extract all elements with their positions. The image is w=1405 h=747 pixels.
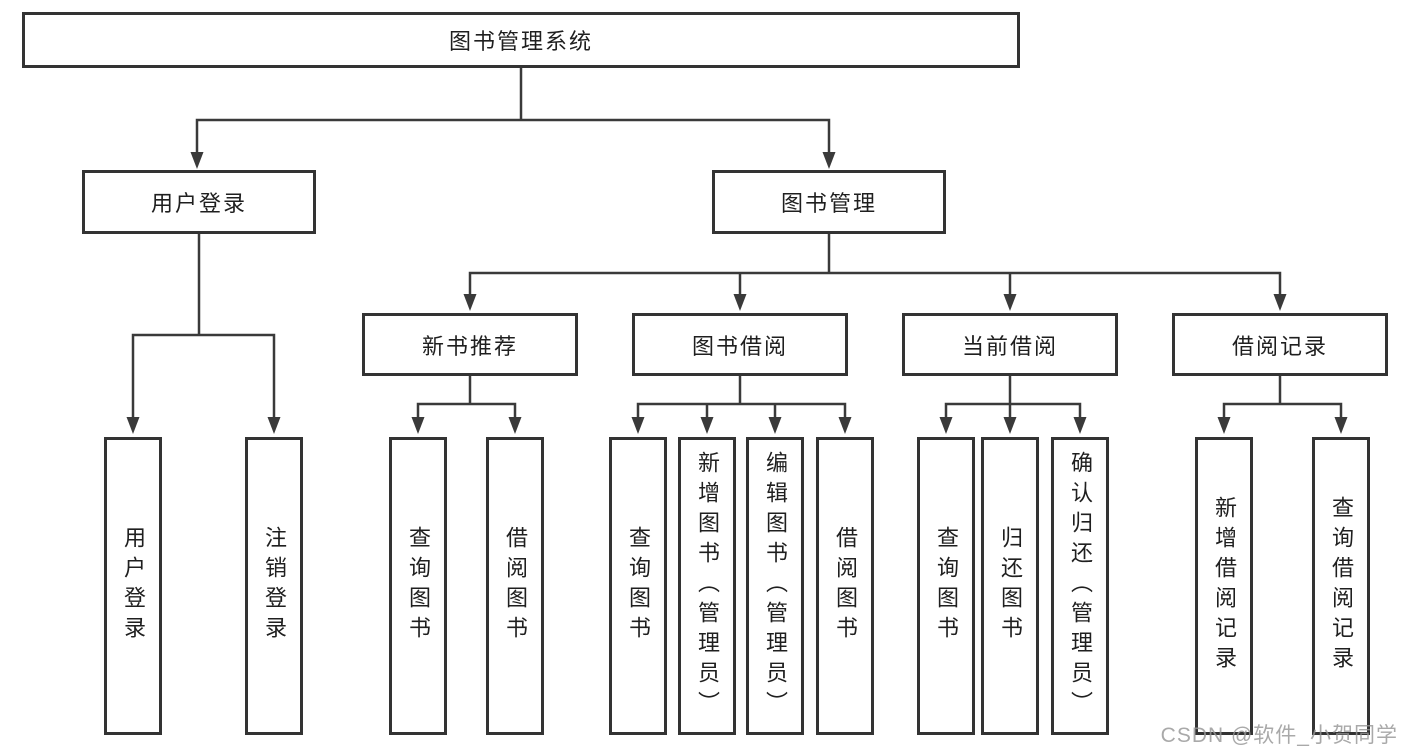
leaf-borrow-books: 借阅图书 bbox=[816, 437, 874, 735]
node-current-borrow: 当前借阅 bbox=[902, 313, 1118, 376]
leaf-user-login: 用户登录 bbox=[104, 437, 162, 735]
node-label: 借阅记录 bbox=[1231, 333, 1328, 359]
node-label: 新书推荐 bbox=[421, 333, 518, 359]
node-label: 当前借阅 bbox=[961, 333, 1058, 359]
node-label: 编辑图书（管理员） bbox=[763, 451, 788, 721]
node-label: 新增图书（管理员） bbox=[695, 451, 720, 721]
node-borrow-records: 借阅记录 bbox=[1172, 313, 1388, 376]
node-label: 查询借阅记录 bbox=[1329, 496, 1354, 676]
leaf-query-books: 查询图书 bbox=[609, 437, 667, 735]
leaf-confirm-return-admin: 确认归还（管理员） bbox=[1051, 437, 1109, 735]
node-label: 图书管理系统 bbox=[448, 29, 593, 54]
node-new-book-recommend: 新书推荐 bbox=[362, 313, 578, 376]
leaf-query-books: 查询图书 bbox=[389, 437, 447, 735]
node-label: 归还图书 bbox=[998, 526, 1023, 646]
node-label: 注销登录 bbox=[262, 526, 287, 646]
node-label: 借阅图书 bbox=[833, 526, 858, 646]
node-user-login: 用户登录 bbox=[82, 170, 316, 234]
leaf-logout: 注销登录 bbox=[245, 437, 303, 735]
node-label: 图书借阅 bbox=[691, 333, 788, 359]
node-label: 新增借阅记录 bbox=[1212, 496, 1237, 676]
node-book-borrow: 图书借阅 bbox=[632, 313, 848, 376]
node-label: 查询图书 bbox=[406, 526, 431, 646]
node-label: 查询图书 bbox=[626, 526, 651, 646]
node-label: 确认归还（管理员） bbox=[1068, 451, 1093, 721]
node-label: 查询图书 bbox=[934, 526, 959, 646]
leaf-edit-books-admin: 编辑图书（管理员） bbox=[746, 437, 804, 735]
leaf-borrow-books: 借阅图书 bbox=[486, 437, 544, 735]
node-label: 借阅图书 bbox=[503, 526, 528, 646]
node-label: 图书管理 bbox=[780, 191, 877, 216]
node-label: 用户登录 bbox=[121, 526, 146, 646]
leaf-query-books: 查询图书 bbox=[917, 437, 975, 735]
leaf-add-borrow-record: 新增借阅记录 bbox=[1195, 437, 1253, 735]
node-label: 用户登录 bbox=[150, 191, 247, 216]
csdn-watermark: CSDN @软件_小贺同学 bbox=[1160, 724, 1398, 747]
leaf-query-borrow-record: 查询借阅记录 bbox=[1312, 437, 1370, 735]
node-system-root: 图书管理系统 bbox=[22, 12, 1020, 68]
node-book-management: 图书管理 bbox=[712, 170, 946, 234]
leaf-return-books: 归还图书 bbox=[981, 437, 1039, 735]
leaf-add-books-admin: 新增图书（管理员） bbox=[678, 437, 736, 735]
